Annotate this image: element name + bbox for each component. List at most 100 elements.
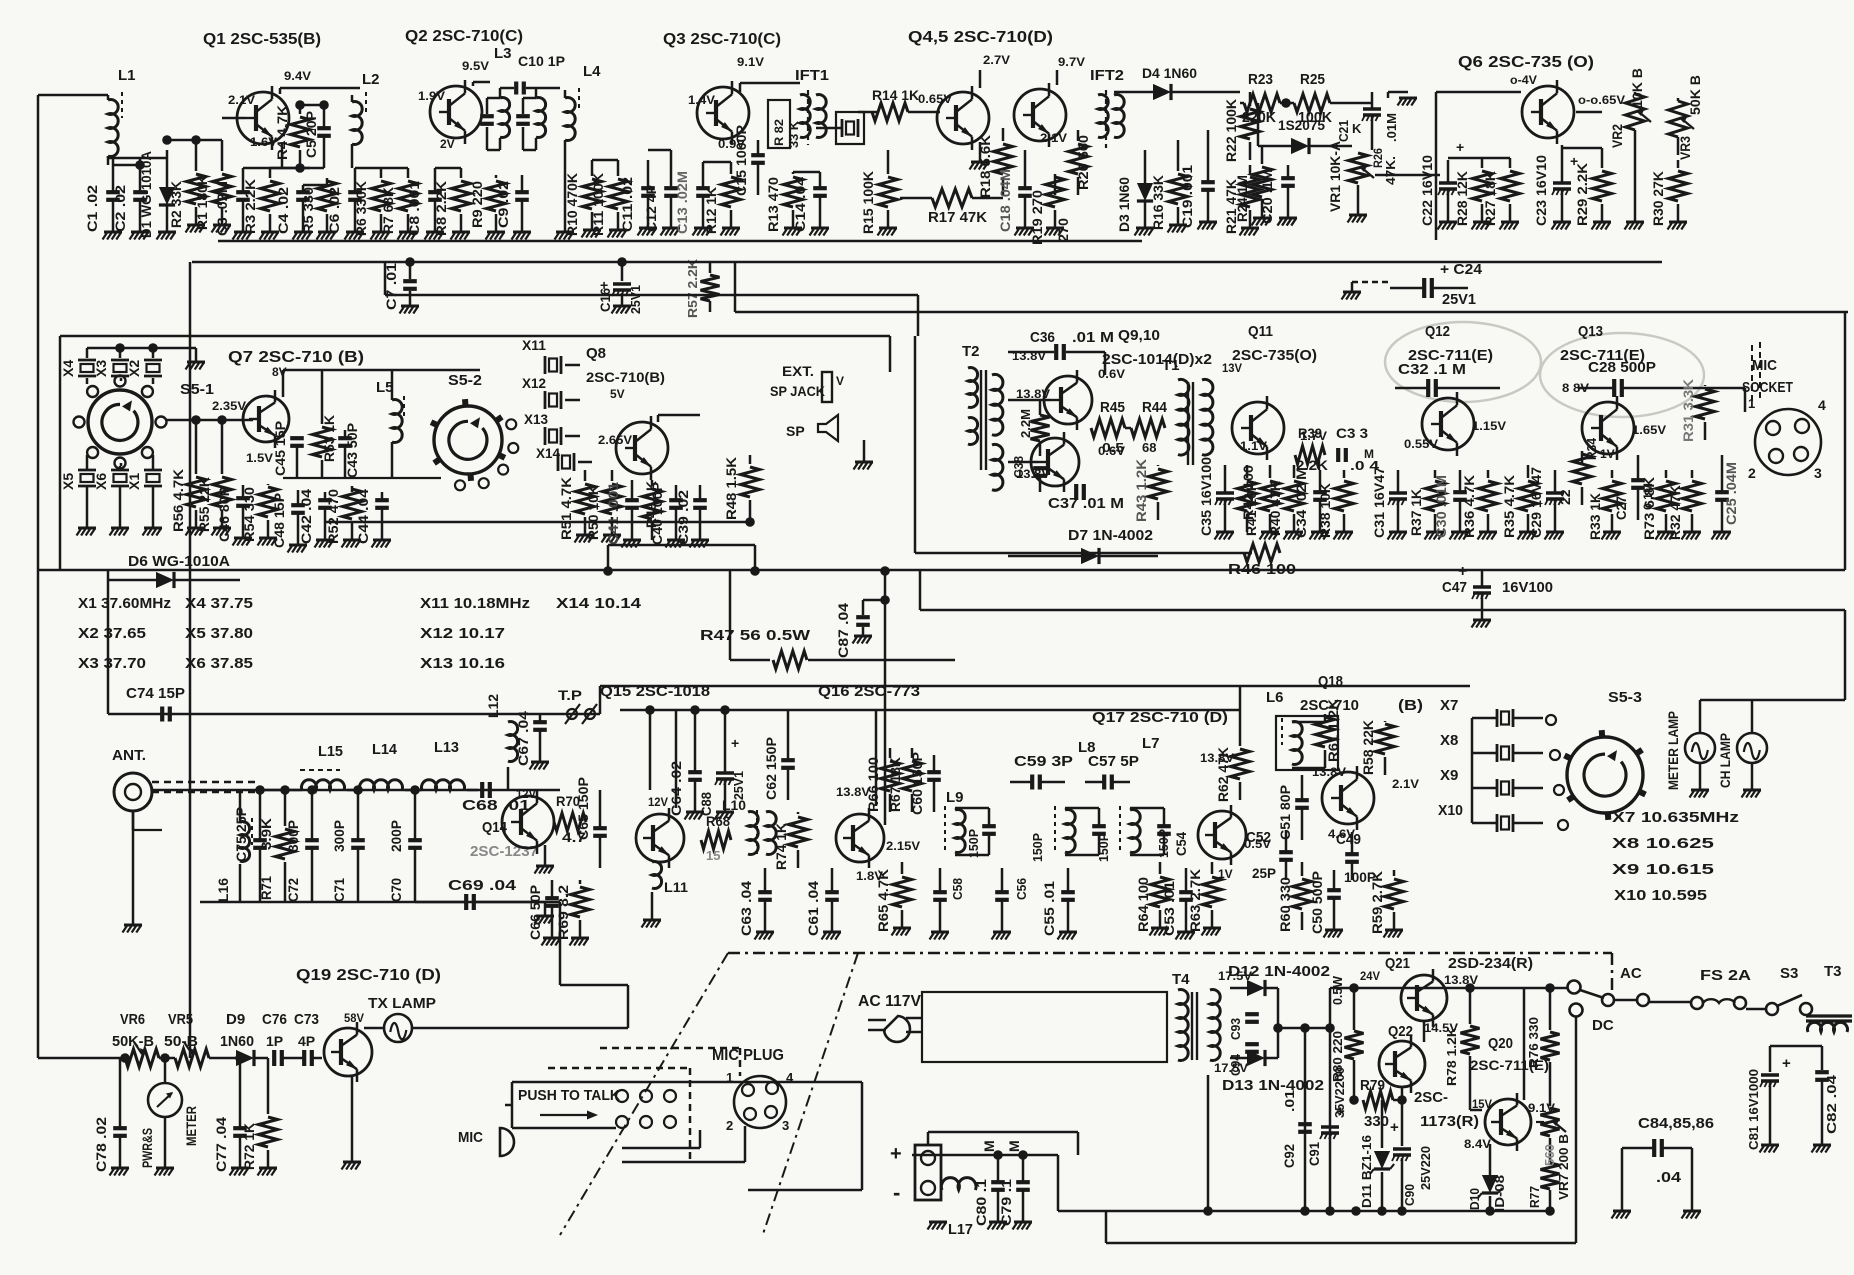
svg-text:R77: R77 (1527, 1186, 1542, 1208)
svg-text:R2 33K: R2 33K (168, 181, 184, 228)
svg-text:C93: C93 (1228, 1018, 1243, 1040)
svg-text:C48 15P: C48 15P (271, 493, 287, 548)
svg-text:8.4V: 8.4V (1464, 1137, 1491, 1151)
svg-text:D3 1N60: D3 1N60 (1116, 177, 1132, 232)
svg-text:R25: R25 (1300, 71, 1325, 88)
svg-text:+: + (1782, 1055, 1791, 1072)
svg-text:C12 4P: C12 4P (643, 185, 659, 232)
svg-text:VR1 10K-A: VR1 10K-A (1327, 141, 1343, 212)
svg-text:3: 3 (1814, 465, 1822, 481)
svg-text:C46 80P: C46 80P (216, 487, 232, 542)
svg-text:R79: R79 (1360, 1077, 1385, 1094)
svg-text:C70: C70 (388, 878, 404, 902)
svg-text:T4: T4 (1172, 971, 1190, 988)
svg-text:0.5V: 0.5V (1244, 837, 1271, 851)
svg-text:2V: 2V (440, 137, 455, 151)
svg-text:Q15 2SC-1018: Q15 2SC-1018 (600, 683, 710, 700)
svg-text:R10 470K: R10 470K (564, 173, 580, 236)
svg-text:C74 15P: C74 15P (126, 685, 185, 702)
svg-text:C47: C47 (1442, 579, 1467, 596)
svg-text:C30 .01M: C30 .01M (1433, 475, 1449, 538)
svg-text:C8 .001: C8 .001 (406, 181, 422, 236)
svg-text:C2 .02: C2 .02 (112, 185, 128, 232)
svg-text:X8: X8 (1440, 732, 1458, 749)
svg-text:2SC-710(B): 2SC-710(B) (586, 369, 665, 385)
svg-text:R53 1K: R53 1K (321, 415, 337, 462)
svg-text:C73: C73 (294, 1011, 319, 1028)
svg-text:50-B: 50-B (164, 1033, 198, 1050)
svg-text:16V100: 16V100 (1502, 579, 1553, 596)
svg-text:-: - (893, 1180, 900, 1205)
svg-text:2: 2 (1748, 465, 1756, 481)
svg-text:R67 18K: R67 18K (887, 757, 903, 812)
svg-text:X3 37.70: X3 37.70 (78, 655, 146, 672)
svg-text:C53 .01: C53 .01 (1161, 881, 1177, 936)
svg-text:L15: L15 (318, 743, 343, 760)
svg-text:C28 500P: C28 500P (1588, 359, 1656, 376)
svg-text:C88: C88 (698, 792, 714, 816)
svg-text:X12 10.17: X12 10.17 (420, 625, 505, 642)
svg-text:D7 1N-4002: D7 1N-4002 (1068, 527, 1153, 544)
svg-text:C64 .02: C64 .02 (668, 761, 684, 816)
svg-text:L5: L5 (376, 379, 394, 396)
svg-text:C55 .01: C55 .01 (1041, 881, 1057, 936)
svg-text:R63 2.7K: R63 2.7K (1187, 869, 1203, 932)
svg-text:C3 .02M: C3 .02M (214, 181, 230, 236)
svg-text:VR3: VR3 (1677, 136, 1693, 160)
svg-text:VR6: VR6 (120, 1011, 145, 1028)
svg-text:2.65V: 2.65V (598, 433, 632, 447)
svg-text:2SC-735(O): 2SC-735(O) (1232, 347, 1317, 364)
svg-text:8V: 8V (272, 365, 287, 379)
svg-text:2.2M: 2.2M (1018, 409, 1033, 438)
svg-text:R56 4.7K: R56 4.7K (170, 469, 186, 532)
svg-text:R15 100K: R15 100K (860, 171, 876, 234)
svg-text:300P: 300P (285, 820, 301, 852)
svg-text:50K B: 50K B (1687, 75, 1703, 115)
svg-text:1.4V: 1.4V (688, 93, 715, 107)
svg-text:1173(R): 1173(R) (1420, 1113, 1479, 1130)
svg-text:C77 .04: C77 .04 (213, 1117, 229, 1172)
svg-text:9.1V: 9.1V (737, 55, 764, 69)
svg-text:C69 .04: C69 .04 (448, 877, 517, 894)
svg-text:C41 .001: C41 .001 (605, 482, 621, 545)
svg-text:1P: 1P (266, 1033, 283, 1049)
svg-text:DC: DC (1592, 1017, 1614, 1034)
svg-text:Q4,5 2SC-710(D): Q4,5 2SC-710(D) (908, 29, 1053, 46)
svg-text:200P: 200P (388, 820, 404, 852)
svg-text:X6: X6 (93, 473, 109, 490)
svg-text:R8 2.2K: R8 2.2K (433, 181, 449, 236)
svg-text:Q11: Q11 (1248, 323, 1273, 340)
svg-text:R49 1K: R49 1K (643, 481, 659, 528)
svg-text:R38 10K: R38 10K (1317, 483, 1333, 538)
svg-text:X10: X10 (1438, 802, 1463, 819)
svg-text:1S2075: 1S2075 (1278, 117, 1325, 133)
svg-text:R35 4.7K: R35 4.7K (1501, 475, 1517, 538)
svg-text:Q3 2SC-710(C): Q3 2SC-710(C) (663, 31, 781, 48)
svg-text:R70: R70 (556, 793, 580, 809)
svg-text:R18 5.6K: R18 5.6K (977, 135, 993, 198)
svg-text:15V: 15V (1472, 1097, 1492, 1111)
svg-text:R48 1.5K: R48 1.5K (723, 457, 739, 520)
svg-text:R45: R45 (1100, 399, 1125, 416)
svg-text:R41 10K: R41 10K (1243, 481, 1259, 536)
svg-text:L17: L17 (948, 1221, 973, 1238)
svg-text:IFT1: IFT1 (795, 67, 829, 84)
svg-text:L9: L9 (946, 789, 964, 806)
svg-text:PWR&S: PWR&S (139, 1128, 155, 1168)
svg-text:L13: L13 (434, 739, 459, 756)
svg-text:T2: T2 (962, 343, 980, 360)
svg-text:.0 4: .0 4 (1350, 458, 1380, 473)
svg-text:1.15V: 1.15V (1472, 419, 1506, 433)
svg-text:R27 18K: R27 18K (1482, 171, 1498, 226)
svg-text:X4 37.75: X4 37.75 (185, 595, 253, 612)
svg-text:.01 M: .01 M (1072, 329, 1114, 346)
svg-text:1.65V: 1.65V (1632, 423, 1666, 437)
svg-text:X7 10.635MHz: X7 10.635MHz (1612, 809, 1739, 826)
svg-text:R50 10K: R50 10K (585, 485, 601, 540)
svg-text:D6 WG-1010A: D6 WG-1010A (128, 553, 230, 570)
svg-text:150P: 150P (966, 829, 981, 858)
svg-text:R1 180K: R1 180K (194, 175, 210, 230)
svg-text:C71: C71 (331, 878, 347, 902)
svg-text:R78 1.2K: R78 1.2K (1444, 1026, 1459, 1086)
svg-text:Q18: Q18 (1318, 673, 1343, 690)
